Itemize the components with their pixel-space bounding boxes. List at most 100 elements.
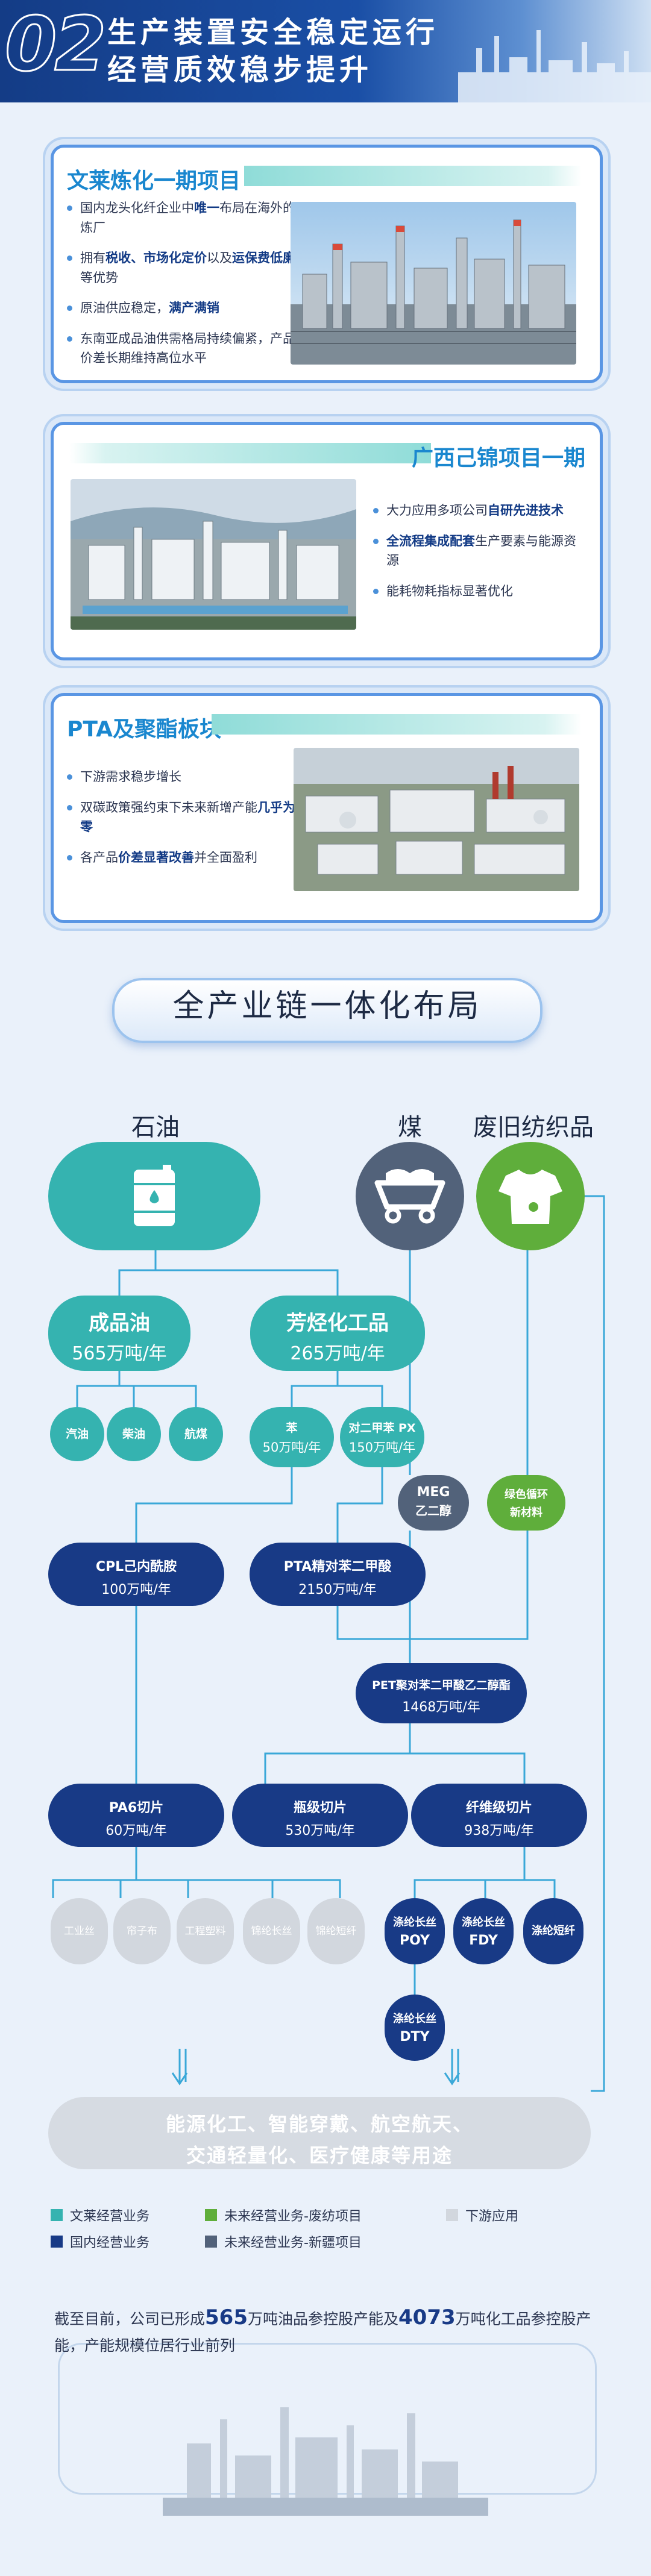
legend-swatch bbox=[205, 2236, 217, 2248]
legend-label: 下游应用 bbox=[465, 2209, 519, 2224]
meg-node: MEG 乙二醇 bbox=[398, 1475, 469, 1531]
node-name: 纤维级切片 bbox=[465, 1800, 532, 1816]
legend-item: 未来经营业务-新疆项目 bbox=[205, 2232, 362, 2251]
project-card-guangxi: 广西己锦项目一期 大力应用多项公司自研先进技术 全流程集成配套生产要素与能源资源… bbox=[51, 422, 603, 660]
node-capacity: 100万吨/年 bbox=[101, 1582, 171, 1597]
node-code: DTY bbox=[400, 2029, 430, 2045]
jet-fuel-node: 航煤 bbox=[169, 1407, 223, 1461]
bullet-item: 下游需求稳步增长 bbox=[67, 767, 296, 787]
refinery-photo bbox=[291, 202, 576, 365]
node-name: 苯 bbox=[286, 1421, 298, 1435]
node-name: 涤纶长丝 bbox=[462, 1916, 505, 1929]
legend-label: 国内经营业务 bbox=[70, 2236, 150, 2251]
aromatics-node: 芳烃化工品 265万吨/年 bbox=[250, 1296, 425, 1371]
card-bullet-list: 国内龙头化纤企业中唯一布局在海外的炼厂 拥有税收、市场化定价以及运保费低廉等优势… bbox=[67, 198, 302, 379]
node-name: 涤纶长丝 bbox=[393, 2013, 436, 2025]
polyester-dty-node: 涤纶长丝 DTY bbox=[385, 1995, 445, 2061]
polyester-fdy-node: 涤纶长丝 FDY bbox=[453, 1898, 514, 1964]
industrial-yarn-node: 工业丝 bbox=[51, 1898, 108, 1964]
engineering-plastic-node: 工程塑料 bbox=[177, 1898, 234, 1964]
pa6-chip-node: PA6切片 60万吨/年 bbox=[48, 1784, 224, 1847]
title-decor-bar bbox=[69, 443, 431, 463]
summary-text: 截至目前，公司已形成565万吨油品参控股产能及4073万吨化工品参控股产能，产能… bbox=[54, 2305, 591, 2354]
px-node: 对二甲苯 PX 150万吨/年 bbox=[340, 1407, 424, 1467]
bullet-item: 大力应用多项公司自研先进技术 bbox=[373, 501, 584, 521]
nylon-staple-node: 锦纶短纤 bbox=[307, 1898, 365, 1964]
factory-aerial-photo bbox=[294, 748, 579, 891]
green-material-node: 绿色循环 新材料 bbox=[487, 1475, 565, 1531]
cpl-node: CPL己内酰胺 100万吨/年 bbox=[48, 1543, 224, 1606]
legend-swatch bbox=[446, 2209, 458, 2221]
project-card-brunei: 文莱炼化一期项目 国内龙头化纤企业中唯一布局在海外的炼厂 拥有税收、市场化定价以… bbox=[51, 145, 603, 383]
bottle-chip-node: 瓶级切片 530万吨/年 bbox=[232, 1784, 408, 1847]
pta-node: PTA精对苯二甲酸 2150万吨/年 bbox=[250, 1543, 426, 1606]
node-name: 成品油 bbox=[89, 1311, 150, 1335]
industrial-skyline-image bbox=[163, 2407, 488, 2516]
source-label-textile: 废旧纺织品 bbox=[473, 1114, 594, 1141]
diesel-node: 柴油 bbox=[107, 1407, 161, 1461]
benzene-node: 苯 50万吨/年 bbox=[250, 1407, 334, 1467]
bullet-item: 国内龙头化纤企业中唯一布局在海外的炼厂 bbox=[67, 198, 302, 237]
integration-banner: 全产业链一体化布局 bbox=[112, 978, 542, 1043]
node-name: 绿色循环 bbox=[505, 1488, 548, 1501]
section-header: 02 生产装置安全稳定运行 经营质效稳步提升 bbox=[0, 0, 651, 102]
legend-label: 文莱经营业务 bbox=[70, 2209, 150, 2224]
pet-node: PET聚对苯二甲酸乙二醇酯 1468万吨/年 bbox=[356, 1663, 527, 1723]
tshirt-icon bbox=[498, 1170, 562, 1224]
oil-source-node bbox=[48, 1142, 260, 1250]
title-decor-bar bbox=[212, 714, 582, 735]
project-card-pta: PTA及聚酯板块 下游需求稳步增长 双碳政策强约束下未来新增产能几乎为零 各产品… bbox=[51, 693, 603, 923]
nylon-filament-node: 锦纶长丝 bbox=[243, 1898, 300, 1964]
coal-source-node bbox=[356, 1142, 464, 1250]
legend-swatch bbox=[51, 2209, 63, 2221]
node-capacity: 60万吨/年 bbox=[105, 1823, 167, 1838]
node-capacity: 2150万吨/年 bbox=[298, 1582, 377, 1597]
polyester-poy-node: 涤纶长丝 POY bbox=[385, 1898, 445, 1964]
legend-item: 未来经营业务-废纺项目 bbox=[205, 2205, 362, 2225]
applications-line1: 能源化工、智能穿戴、航空航天、 bbox=[165, 2113, 473, 2136]
bullet-item: 全流程集成配套生产要素与能源资源 bbox=[373, 531, 584, 571]
legend-item: 下游应用 bbox=[446, 2205, 518, 2225]
applications-line2: 交通轻量化、医疗健康等用途 bbox=[186, 2144, 453, 2167]
polyester-staple-node: 涤纶短纤 bbox=[523, 1898, 583, 1964]
legend-item: 文莱经营业务 bbox=[51, 2205, 149, 2225]
source-label-coal: 煤 bbox=[398, 1114, 422, 1141]
node-name: MEG bbox=[417, 1485, 450, 1500]
bullet-item: 东南亚成品油供需格局持续偏紧，产品价差长期维持高位水平 bbox=[67, 329, 302, 368]
title-decor-bar bbox=[244, 166, 582, 186]
bullet-item: 拥有税收、市场化定价以及运保费低廉等优势 bbox=[67, 248, 302, 287]
node-sub: 乙二醇 bbox=[415, 1503, 451, 1518]
card-bullet-list: 下游需求稳步增长 双碳政策强约束下未来新增产能几乎为零 各产品价差显著改善并全面… bbox=[67, 767, 296, 878]
section-title-line1: 生产装置安全稳定运行 bbox=[107, 16, 439, 49]
node-capacity: 938万吨/年 bbox=[464, 1823, 534, 1838]
source-label-oil: 石油 bbox=[131, 1114, 180, 1141]
cord-fabric-node: 帘子布 bbox=[113, 1898, 171, 1964]
card-title: PTA及聚酯板块 bbox=[67, 717, 222, 742]
card-bullet-list: 大力应用多项公司自研先进技术 全流程集成配套生产要素与能源资源 能耗物耗指标显著… bbox=[373, 501, 584, 612]
bullet-item: 双碳政策强约束下未来新增产能几乎为零 bbox=[67, 798, 296, 837]
node-sub: 新材料 bbox=[510, 1506, 542, 1519]
section-title-line2: 经营质效稳步提升 bbox=[107, 53, 373, 87]
node-capacity: 150万吨/年 bbox=[348, 1440, 416, 1455]
textile-source-node bbox=[476, 1142, 585, 1250]
refinery-skyline-image bbox=[458, 30, 651, 102]
refined-oil-node: 成品油 565万吨/年 bbox=[48, 1296, 190, 1371]
legend-label: 未来经营业务-废纺项目 bbox=[224, 2209, 362, 2224]
node-capacity: 50万吨/年 bbox=[262, 1440, 321, 1455]
node-name: 瓶级切片 bbox=[293, 1800, 347, 1816]
node-name: 涤纶长丝 bbox=[393, 1916, 436, 1929]
coal-cart-icon bbox=[374, 1169, 445, 1224]
legend-swatch bbox=[205, 2209, 217, 2221]
bullet-item: 各产品价差显著改善并全面盈利 bbox=[67, 848, 296, 868]
node-name: PTA精对苯二甲酸 bbox=[283, 1559, 392, 1575]
fiber-chip-node: 纤维级切片 938万吨/年 bbox=[411, 1784, 587, 1847]
section-number: 02 bbox=[4, 1, 108, 88]
node-name: CPL己内酰胺 bbox=[95, 1559, 177, 1575]
bullet-item: 能耗物耗指标显著优化 bbox=[373, 581, 584, 601]
node-capacity: 565万吨/年 bbox=[72, 1343, 167, 1364]
gasoline-node: 汽油 bbox=[50, 1407, 104, 1461]
legend-swatch bbox=[51, 2236, 63, 2248]
node-code: FDY bbox=[469, 1933, 498, 1948]
legend-label: 未来经营业务-新疆项目 bbox=[224, 2236, 362, 2251]
